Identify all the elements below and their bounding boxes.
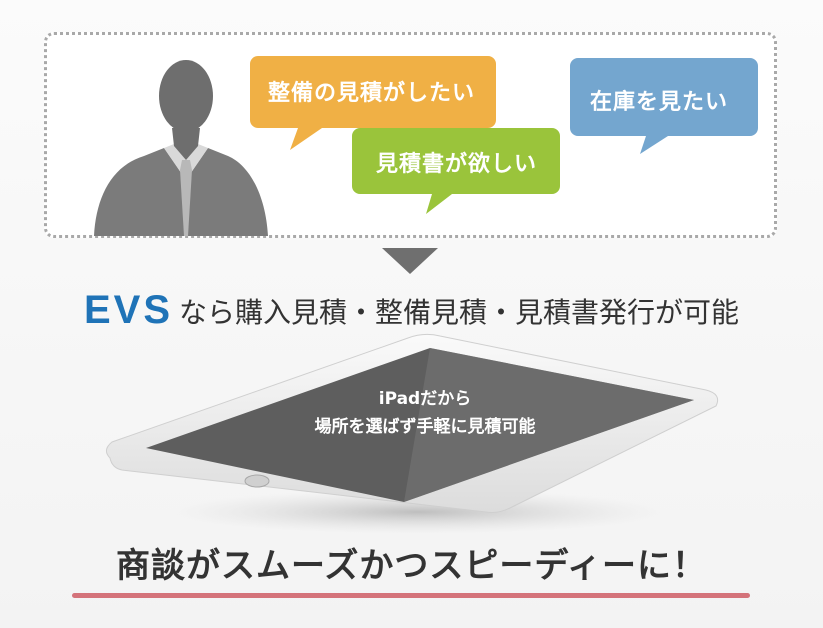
headline-text: なら購入見積・整備見積・見積書発行が可能 (179, 295, 740, 329)
down-arrow-icon (382, 248, 438, 274)
speech-bubble-blue (570, 58, 758, 154)
bubble-text-maintenance-estimate: 整備の見積がしたい (268, 81, 476, 106)
speech-bubbles (250, 56, 758, 214)
bubble-text-estimate-document: 見積書が欲しい (376, 152, 538, 177)
tablet-screen-line2: 場所を選ばず手軽に見積可能 (314, 417, 536, 437)
tagline-underline (72, 593, 750, 598)
brand-logo-text: EVS (83, 288, 174, 332)
home-button-icon (244, 474, 270, 488)
businessman-silhouette-icon (94, 60, 268, 236)
speech-bubble-orange (250, 56, 496, 150)
tablet-illustration (106, 333, 719, 534)
bubble-text-inventory: 在庫を見たい (590, 90, 729, 115)
tablet-screen-line1: iPadだから (378, 389, 472, 409)
tagline: 商談がスムーズかつスピーディーに！ (116, 546, 707, 586)
speech-bubble-green (352, 128, 560, 214)
